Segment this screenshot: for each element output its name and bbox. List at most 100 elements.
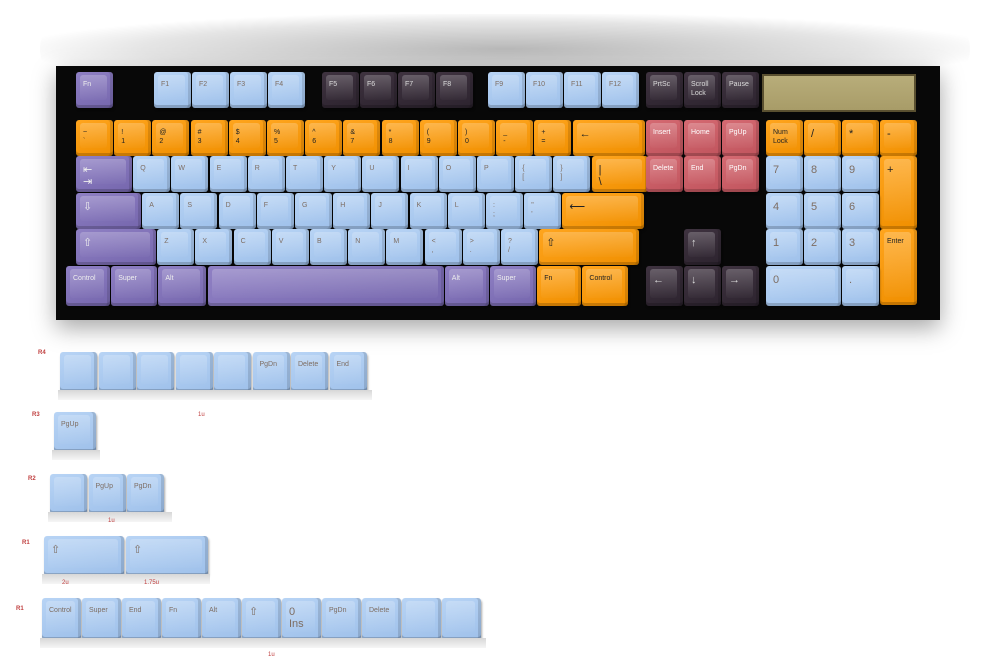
key-blank[interactable] [214, 352, 251, 392]
key-↑[interactable]: ↑ [684, 229, 721, 265]
key-delete[interactable]: Delete [362, 598, 401, 640]
key-&-7[interactable]: & 7 [343, 120, 381, 156]
key-d[interactable]: D [218, 193, 256, 229]
key-fn[interactable]: Fn [537, 266, 582, 306]
key-u[interactable]: U [362, 156, 400, 192]
key-blank[interactable] [442, 598, 481, 640]
key-home[interactable]: Home [684, 120, 721, 156]
key-p[interactable]: P [477, 156, 514, 192]
key-⟵[interactable]: ⟵ [562, 193, 645, 229]
key-end[interactable]: End [122, 598, 161, 640]
key-f11[interactable]: F11 [564, 72, 601, 108]
key-f8[interactable]: F8 [436, 72, 473, 108]
key-k[interactable]: K [409, 193, 447, 229]
key-delete[interactable]: Delete [291, 352, 328, 392]
key-f10[interactable]: F10 [526, 72, 563, 108]
key-"-'[interactable]: " ' [524, 193, 562, 229]
key-c[interactable]: C [233, 229, 271, 265]
key-blank[interactable] [50, 474, 87, 514]
key-y[interactable]: Y [324, 156, 362, 192]
key-$-4[interactable]: $ 4 [228, 120, 266, 156]
key-l[interactable]: L [447, 193, 485, 229]
key-?-/[interactable]: ? / [501, 229, 538, 265]
key--[interactable]: - [880, 120, 917, 156]
key-v[interactable]: V [271, 229, 309, 265]
key-alt[interactable]: Alt [202, 598, 241, 640]
key-prtsc[interactable]: PrtSc [646, 72, 683, 108]
key-blank[interactable] [207, 266, 444, 306]
key-control[interactable]: Control [42, 598, 81, 640]
key-n[interactable]: N [348, 229, 386, 265]
key-←[interactable]: ← [572, 120, 645, 156]
key-j[interactable]: J [371, 193, 409, 229]
key-a[interactable]: A [142, 193, 180, 229]
key-pgup[interactable]: PgUp [54, 412, 96, 452]
key-0[interactable]: 0 [766, 266, 841, 306]
key-fn[interactable]: Fn [162, 598, 201, 640]
key-f6[interactable]: F6 [360, 72, 397, 108]
key-5[interactable]: 5 [804, 193, 841, 229]
key-⇧[interactable]: ⇧ [76, 229, 156, 265]
key-6[interactable]: 6 [842, 193, 879, 229]
key-m[interactable]: M [386, 229, 424, 265]
key-enter[interactable]: Enter [880, 229, 917, 305]
key-+-=[interactable]: + = [534, 120, 572, 156]
key-⇧[interactable]: ⇧ [126, 536, 208, 576]
key-z[interactable]: Z [157, 229, 195, 265]
key-%-5[interactable]: % 5 [267, 120, 304, 156]
key-fn[interactable]: Fn [76, 72, 113, 108]
key-blank[interactable] [60, 352, 97, 392]
key-⇧[interactable]: ⇧ [539, 229, 640, 265]
key-super[interactable]: Super [490, 266, 536, 306]
key-blank[interactable] [402, 598, 441, 640]
key-9[interactable]: 9 [842, 156, 879, 192]
key-q[interactable]: Q [133, 156, 171, 192]
key-↓[interactable]: ↓ [684, 266, 721, 306]
key-alt[interactable]: Alt [444, 266, 489, 306]
key-+[interactable]: + [880, 156, 917, 229]
key-(-9[interactable]: ( 9 [419, 120, 457, 156]
key-f3[interactable]: F3 [230, 72, 267, 108]
key-g[interactable]: G [295, 193, 332, 229]
key-⇩[interactable]: ⇩ [76, 193, 141, 229]
key-/[interactable]: / [804, 120, 841, 156]
key-super[interactable]: Super [111, 266, 158, 306]
key-2[interactable]: 2 [804, 229, 841, 265]
key-4[interactable]: 4 [766, 193, 803, 229]
key-h[interactable]: H [333, 193, 371, 229]
key-f4[interactable]: F4 [268, 72, 305, 108]
key-r[interactable]: R [247, 156, 285, 192]
key-pgdn[interactable]: PgDn [722, 156, 759, 192]
key-.[interactable]: . [842, 266, 879, 306]
key-@-2[interactable]: @ 2 [152, 120, 190, 156]
key-<-,[interactable]: < , [424, 229, 462, 265]
key-:-;[interactable]: : ; [486, 193, 523, 229]
key-control[interactable]: Control [66, 266, 110, 306]
key-num-lock[interactable]: Num Lock [766, 120, 803, 156]
key-blank[interactable] [175, 352, 213, 392]
key-o[interactable]: O [438, 156, 476, 192]
key-*[interactable]: * [842, 120, 879, 156]
key-)-0[interactable]: ) 0 [458, 120, 495, 156]
key-f[interactable]: F [256, 193, 294, 229]
key-!-1[interactable]: ! 1 [114, 120, 152, 156]
key-insert[interactable]: Insert [646, 120, 683, 156]
key-f1[interactable]: F1 [154, 72, 191, 108]
key->-.[interactable]: > . [462, 229, 500, 265]
key-pgup[interactable]: PgUp [722, 120, 759, 156]
key-super[interactable]: Super [82, 598, 121, 640]
key-x[interactable]: X [195, 229, 233, 265]
key-delete[interactable]: Delete [646, 156, 683, 192]
key-{-[[interactable]: { [ [515, 156, 553, 192]
key-}-][interactable]: } ] [553, 156, 591, 192]
key-end[interactable]: End [684, 156, 721, 192]
key-#-3[interactable]: # 3 [190, 120, 228, 156]
key-scroll-lock[interactable]: Scroll Lock [684, 72, 721, 108]
key-pgdn[interactable]: PgDn [252, 352, 290, 392]
key-alt[interactable]: Alt [158, 266, 207, 306]
key-⇧[interactable]: ⇧ [242, 598, 281, 640]
key-→[interactable]: → [722, 266, 759, 306]
key-3[interactable]: 3 [842, 229, 879, 265]
key-blank[interactable] [137, 352, 174, 392]
key-7[interactable]: 7 [766, 156, 803, 192]
